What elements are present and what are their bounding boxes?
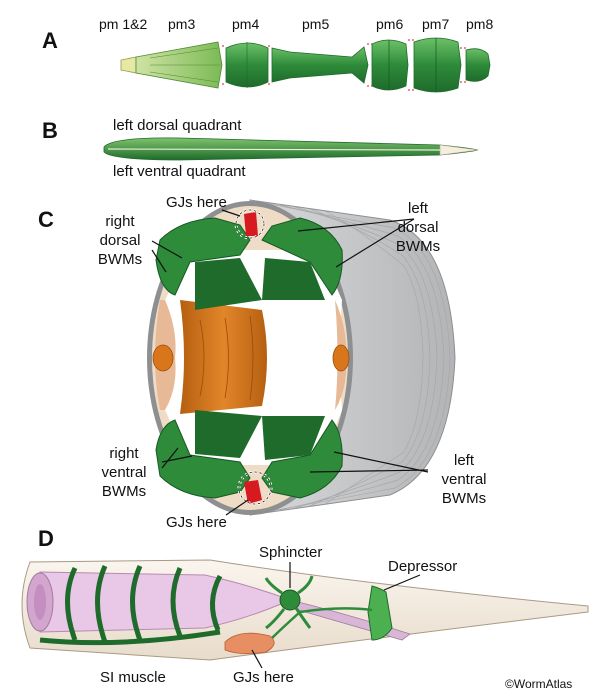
depressor-label: Depressor: [388, 558, 457, 575]
body-wall-quadrant-strip: [103, 137, 479, 161]
left-ventral-label-1: left: [454, 452, 475, 469]
pm4-label: pm4: [232, 16, 259, 32]
pm3-label: pm3: [168, 16, 195, 32]
gj-bottom-region: [244, 480, 262, 504]
panel-a-label: A: [42, 28, 58, 53]
si-muscle-bands: [39, 564, 223, 646]
sphincter-muscle: [279, 589, 301, 611]
pharynx-muscle-drawing: [120, 37, 491, 93]
left-dorsal-label-2: dorsal: [398, 219, 439, 236]
pm12-label: pm 1&2: [99, 16, 147, 32]
left-ventral-label-3: BWMs: [442, 490, 486, 507]
gj-d-label: GJs here: [233, 669, 294, 686]
left-dorsal-quadrant-label: left dorsal quadrant: [113, 117, 242, 134]
sphincter-label: Sphincter: [259, 544, 322, 561]
pm8-label: pm8: [466, 16, 493, 32]
pm6-shape: [371, 39, 409, 91]
right-ventral-label-2: ventral: [101, 464, 146, 481]
right-dorsal-label-3: BWMs: [98, 251, 142, 268]
right-dorsal-label-2: dorsal: [100, 232, 141, 249]
pm5-label: pm5: [302, 16, 329, 32]
panel-a-labels: pm 1&2 pm3 pm4 pm5 pm6 pm7 pm8: [99, 16, 493, 32]
depressor-muscle: [367, 585, 393, 641]
right-ventral-label-1: right: [109, 445, 139, 462]
intestine-rectum-drawing: [21, 559, 589, 661]
pm8-shape: [465, 48, 491, 82]
left-ventral-quadrant-label: left ventral quadrant: [113, 163, 246, 180]
gj-blob: [224, 632, 275, 654]
right-ventral-label-3: BWMs: [102, 483, 146, 500]
panel-d-leader-lines: [251, 562, 421, 669]
panel-c-label: C: [38, 207, 54, 232]
pm7-label: pm7: [422, 16, 449, 32]
left-dorsal-label-3: BWMs: [396, 238, 440, 255]
body-cross-section-drum: [147, 199, 456, 516]
gj-top-label: GJs here: [166, 194, 227, 211]
panel-c-leader-lines: [151, 209, 429, 516]
left-ventral-label-2: ventral: [441, 471, 486, 488]
pm7-shape: [413, 37, 462, 93]
wormatlas-credit: ©WormAtlas: [505, 677, 572, 691]
panel-b-label: B: [42, 118, 58, 143]
panel-d-label: D: [38, 526, 54, 551]
left-dorsal-label-1: left: [408, 200, 429, 217]
right-dorsal-label-1: right: [105, 213, 135, 230]
gj-top-region: [244, 212, 258, 236]
pm6-label: pm6: [376, 16, 403, 32]
gj-bottom-label: GJs here: [166, 514, 227, 531]
si-muscle-label: SI muscle: [100, 669, 166, 686]
pm12-shape: [120, 56, 137, 74]
pm5-shape: [271, 46, 369, 84]
